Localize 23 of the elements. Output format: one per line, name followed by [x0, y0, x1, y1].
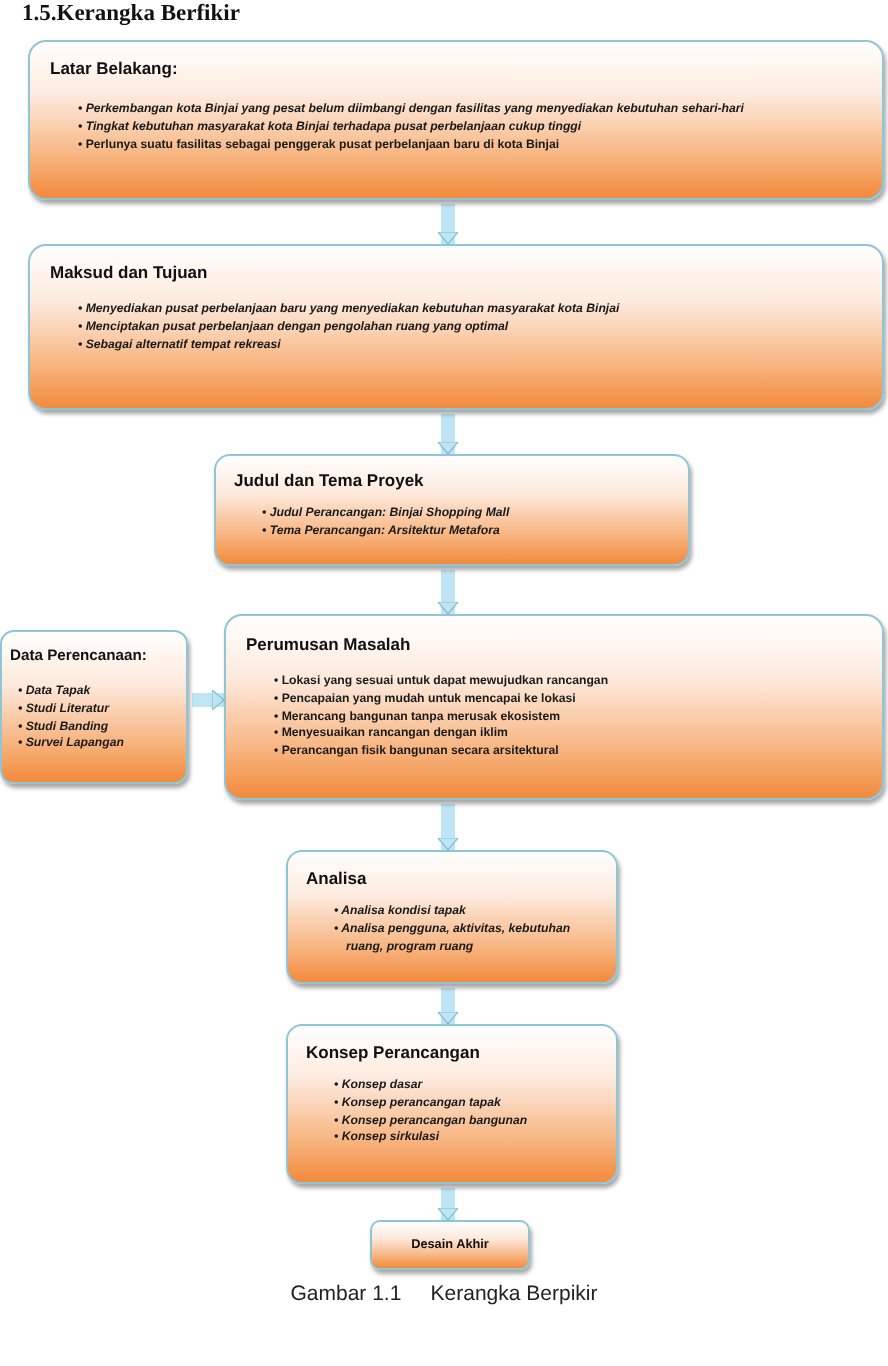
process-box: [370, 1220, 530, 1270]
process-box: [224, 614, 884, 800]
box-heading: Konsep Perancangan: [306, 1042, 482, 1062]
process-box: [28, 244, 884, 410]
block-arrow: [437, 204, 459, 245]
figure-caption: Gambar 1.1 Kerangka Berpikir: [288, 1282, 600, 1306]
box-heading: Judul dan Tema Proyek: [234, 470, 426, 490]
process-box: [28, 40, 884, 200]
process-box: [286, 1024, 618, 1184]
block-arrow: [437, 1188, 459, 1221]
box-heading: Latar Belakang:: [50, 58, 180, 78]
block-arrow: [437, 414, 459, 455]
process-box: [286, 850, 618, 984]
block-arrow: [192, 689, 225, 711]
box-heading: Analisa: [306, 868, 369, 888]
process-box: [0, 630, 188, 784]
block-arrow: [437, 804, 459, 851]
block-arrow: [437, 988, 459, 1025]
box-heading: Maksud dan Tujuan: [50, 262, 210, 282]
box-heading: Perumusan Masalah: [246, 634, 413, 654]
page-heading: 1.5.Kerangka Berfikir: [22, 2, 240, 26]
process-box: [214, 454, 690, 566]
block-arrow: [437, 570, 459, 615]
